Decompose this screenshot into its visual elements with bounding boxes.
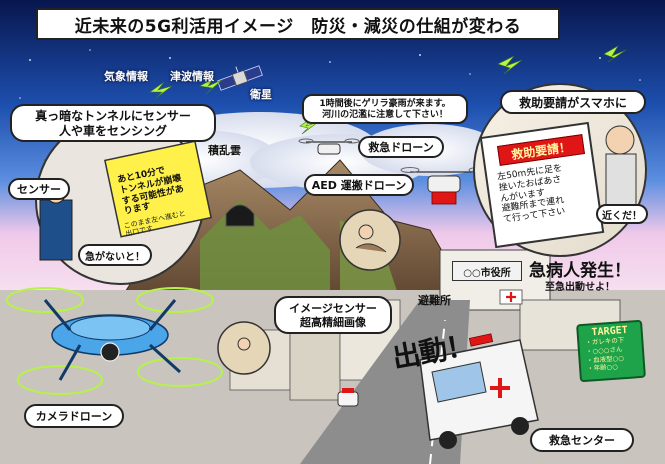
tunnel-sensing-inset xyxy=(35,115,212,285)
aed-drone-label: AED 運搬ドローン xyxy=(304,174,414,196)
ambulance xyxy=(419,333,539,449)
image-sensor-bubble: イメージセンサー 超高精細画像 xyxy=(274,296,392,334)
tunnel-bubble-line2: 人や車をセンシング xyxy=(58,124,167,138)
satellite-label: 衛星 xyxy=(250,88,272,101)
image-sensor-inset xyxy=(217,321,271,375)
rescue-drone-label: 救急ドローン xyxy=(358,136,444,158)
camera-drone xyxy=(6,287,223,395)
satellite-icon xyxy=(217,65,263,91)
city-office-sign: ○○市役所 xyxy=(452,261,522,281)
hurry-speech: 急がないと！ xyxy=(78,244,152,266)
emergency-center-label: 救急センター xyxy=(530,428,634,452)
camera-drone-label: カメラドローン xyxy=(24,404,124,428)
elderly-person-inset xyxy=(339,209,401,271)
tunnel-sensing-bubble: 真っ暗なトンネルにセンサー 人や車をセンシング xyxy=(10,104,216,142)
image-sensor-line1: イメージセンサー xyxy=(289,302,377,315)
rain-warning-line1: 1時間後にゲリラ豪雨が来ます。 xyxy=(319,99,451,109)
target-info-screen: TARGET ・ガレキの下 ・○○○さん ・血液型○○ ・年齢○○ xyxy=(576,319,646,383)
page-title: 近未来の5G利活用イメージ 防災・減災の仕組が変わる xyxy=(36,8,560,40)
weather-info-label: 気象情報 xyxy=(104,70,148,83)
emergency-alert-title: 急病人発生！ xyxy=(529,261,631,281)
phone-rescue-caption: 救助要請がスマホに xyxy=(500,90,646,114)
aed-drone xyxy=(400,167,488,205)
image-sensor-line2: 超高精細画像 xyxy=(300,315,366,329)
tunnel-bubble-line1: 真っ暗なトンネルにセンサー xyxy=(35,109,191,123)
police-car xyxy=(337,388,359,407)
rescue-drone xyxy=(298,138,360,155)
tunnel-entrance xyxy=(225,204,255,227)
sensor-label: センサー xyxy=(8,178,70,200)
nearby-speech: 近くだ！ xyxy=(596,204,648,224)
person-silhouette xyxy=(39,199,73,261)
stars xyxy=(19,49,641,101)
rain-warning-line2: 河川の氾濫に注意して下さい！ xyxy=(322,110,448,121)
tsunami-info-label: 津波情報 xyxy=(170,70,214,83)
rain-warning-bubble: 1時間後にゲリラ豪雨が来ます。 河川の氾濫に注意して下さい！ xyxy=(302,94,468,124)
emergency-alert-sub: 至急出動せよ！ xyxy=(545,282,615,293)
cumulonimbus-label: 積乱雲 xyxy=(208,144,241,157)
shelter-sign: 避難所 xyxy=(418,294,451,307)
